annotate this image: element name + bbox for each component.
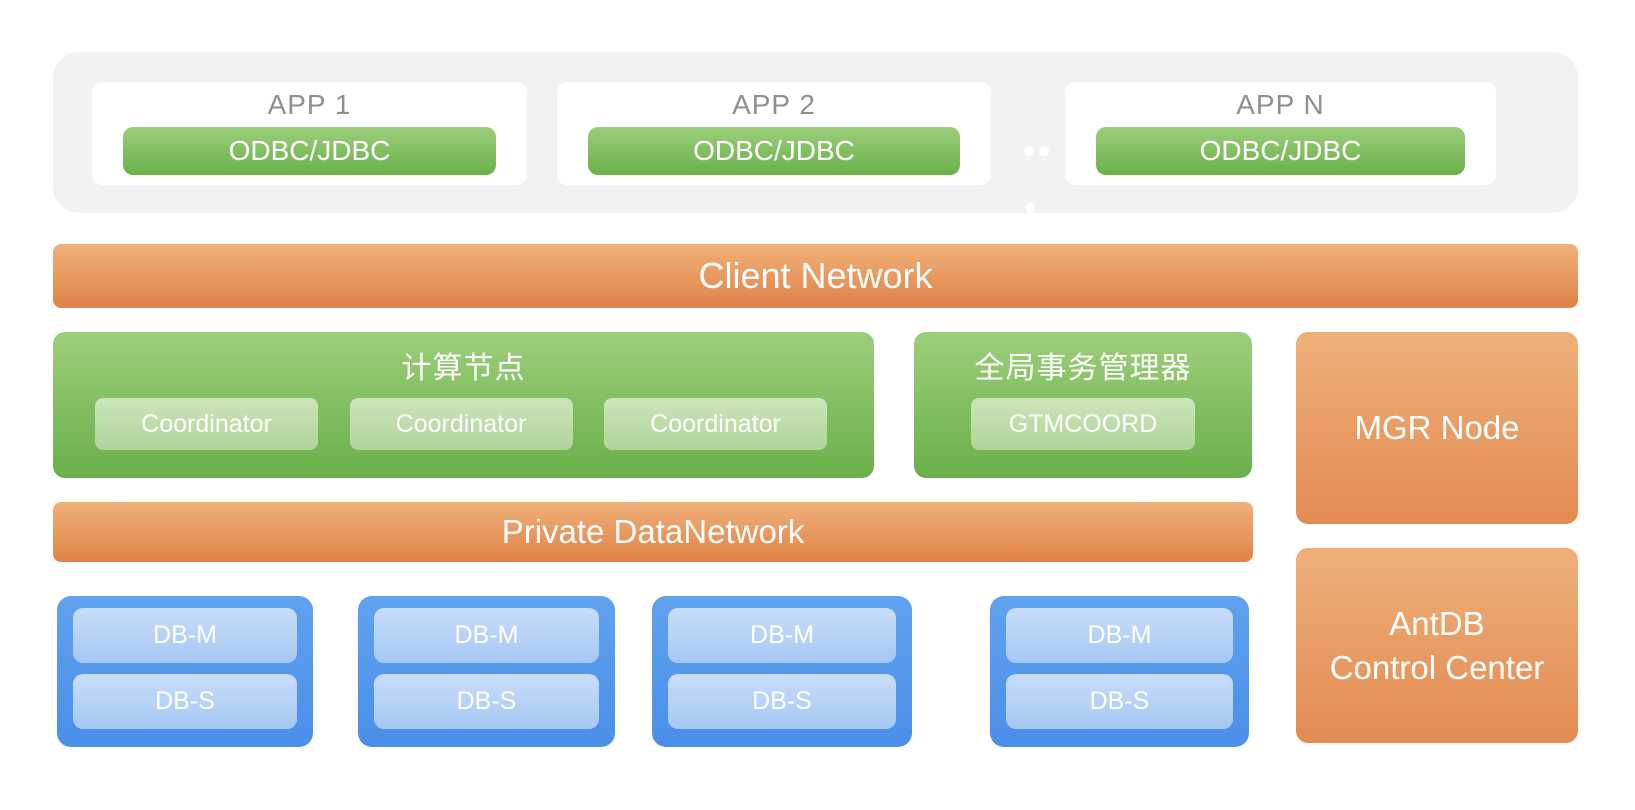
app-card-2: APP 2 ODBC/JDBC (557, 82, 991, 185)
app-card-1: APP 1 ODBC/JDBC (92, 82, 527, 185)
db-master-node: DB-M (374, 608, 599, 663)
db-master-node: DB-M (73, 608, 297, 663)
mgr-node-box: MGR Node (1296, 332, 1578, 524)
gtm-box: 全局事务管理器 GTMCOORD (914, 332, 1252, 478)
odbc-jdbc-connector: ODBC/JDBC (123, 127, 496, 175)
app-title: APP 2 (732, 88, 816, 120)
compute-node-title: 计算节点 (401, 352, 526, 385)
data-node-group-4: DB-M DB-S (990, 596, 1249, 747)
coordinator-node: Coordinator (604, 398, 827, 450)
ellipsis-dot (1039, 146, 1049, 156)
db-standby-node: DB-S (73, 674, 297, 729)
coordinator-node: Coordinator (349, 398, 573, 450)
db-standby-node: DB-S (374, 674, 599, 729)
compute-node-box: 计算节点 Coordinator Coordinator Coordinator (53, 332, 874, 478)
app-title: APP N (1236, 88, 1325, 120)
ellipsis-dot (1025, 203, 1035, 213)
gtm-title: 全局事务管理器 (974, 352, 1192, 385)
antdb-control-center-label: AntDB Control Center (1330, 602, 1545, 690)
private-data-network-bar: Private DataNetwork (53, 502, 1253, 562)
gtm-node-row: GTMCOORD (914, 398, 1252, 450)
gtmcoord-node: GTMCOORD (971, 398, 1195, 450)
application-layer: APP 1 ODBC/JDBC APP 2 ODBC/JDBC APP N OD… (53, 52, 1578, 213)
data-node-group-2: DB-M DB-S (358, 596, 615, 747)
antdb-control-center-box: AntDB Control Center (1296, 548, 1578, 743)
ellipsis-dot (1024, 146, 1034, 156)
db-master-node: DB-M (1006, 608, 1233, 663)
data-node-group-3: DB-M DB-S (652, 596, 912, 747)
app-card-n: APP N ODBC/JDBC (1065, 82, 1496, 185)
antdb-label-line1: AntDB (1389, 604, 1485, 642)
data-node-group-1: DB-M DB-S (57, 596, 313, 747)
app-title: APP 1 (267, 88, 352, 120)
coordinator-node: Coordinator (95, 398, 318, 450)
antdb-label-line2: Control Center (1329, 648, 1545, 686)
db-standby-node: DB-S (668, 674, 896, 729)
client-network-bar: Client Network (53, 244, 1578, 308)
db-standby-node: DB-S (1006, 674, 1233, 729)
odbc-jdbc-connector: ODBC/JDBC (588, 127, 960, 175)
coordinator-row: Coordinator Coordinator Coordinator (53, 398, 874, 450)
odbc-jdbc-connector: ODBC/JDBC (1096, 127, 1465, 175)
db-master-node: DB-M (668, 608, 896, 663)
